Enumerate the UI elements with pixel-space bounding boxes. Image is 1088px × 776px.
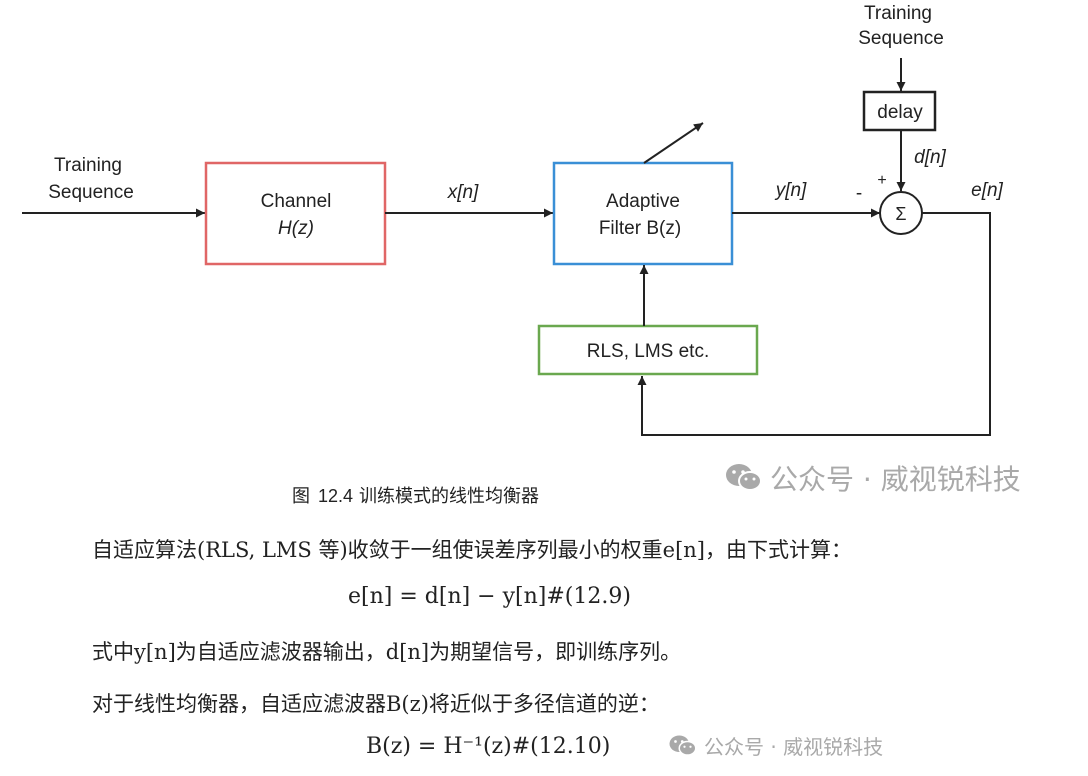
ref-label-line1: Training (864, 3, 932, 24)
wechat-icon (726, 464, 762, 491)
channel-label-line2: H(z) (278, 218, 314, 239)
caption-title: 训练模式的线性均衡器 (359, 486, 540, 507)
delay-label: delay (877, 102, 923, 123)
algorithm-box (537, 324, 759, 376)
caption-number: 12.4 (318, 486, 354, 506)
delay-box (862, 90, 937, 132)
d-signal-label: d[n] (914, 147, 946, 168)
e-signal-label: e[n] (971, 180, 1003, 201)
error-feedback-line (637, 212, 991, 436)
channel-box (204, 161, 387, 266)
equation-12-10: B(z) = H⁻¹(z)#(12.10) (366, 734, 611, 759)
x-signal-label: x[n] (447, 182, 479, 203)
filter-label-line2: Filter B(z) (599, 218, 681, 239)
ref-label-line2: Sequence (858, 28, 944, 49)
adaptation-arrow (643, 122, 704, 164)
adaptive-filter-box (552, 161, 734, 266)
watermark-text-top: 公众号 · 威视锐科技 (770, 463, 1021, 496)
wechat-icon (669, 735, 697, 756)
caption-prefix: 图 (292, 486, 310, 507)
watermark-top: 公众号 · 威视锐科技 (724, 458, 1021, 498)
channel-label-line1: Channel (261, 191, 332, 212)
y-signal-label: y[n] (774, 180, 807, 201)
equation-12-9: e[n] = d[n] − y[n]#(12.9) (348, 584, 631, 609)
minus-sign: - (856, 183, 862, 204)
sum-symbol: Σ (895, 204, 906, 224)
algorithm-label: RLS, LMS etc. (587, 341, 710, 362)
paragraph-2: 式中y[n]为自适应滤波器输出，d[n]为期望信号，即训练序列。 (92, 640, 682, 664)
paragraph-3: 对于线性均衡器，自适应滤波器B(z)将近似于多径信道的逆： (92, 692, 660, 716)
input-label-line2: Sequence (48, 182, 134, 203)
watermark-bottom: 公众号 · 威视锐科技 (668, 731, 883, 760)
paragraph-1: 自适应算法(RLS, LMS 等)收敛于一组使误差序列最小的权重e[n]，由下式… (92, 538, 852, 562)
filter-label-line1: Adaptive (606, 191, 680, 212)
plus-sign: + (877, 172, 886, 189)
input-label-line1: Training (54, 155, 122, 176)
watermark-text-bottom: 公众号 · 威视锐科技 (704, 735, 884, 759)
equalizer-block-diagram: Training Sequence Channel H(z) x[n] Adap… (22, 3, 1004, 436)
